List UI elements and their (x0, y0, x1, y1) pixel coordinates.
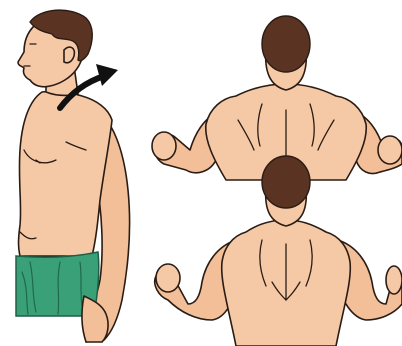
arrow-head-icon (96, 64, 118, 86)
side-view-figure (16, 10, 130, 342)
side-torso (19, 91, 113, 256)
back-view-figure-top (152, 16, 402, 180)
back-head-top (262, 16, 310, 72)
back-head-bottom (262, 156, 310, 208)
back-view-figure-bottom (155, 156, 402, 346)
